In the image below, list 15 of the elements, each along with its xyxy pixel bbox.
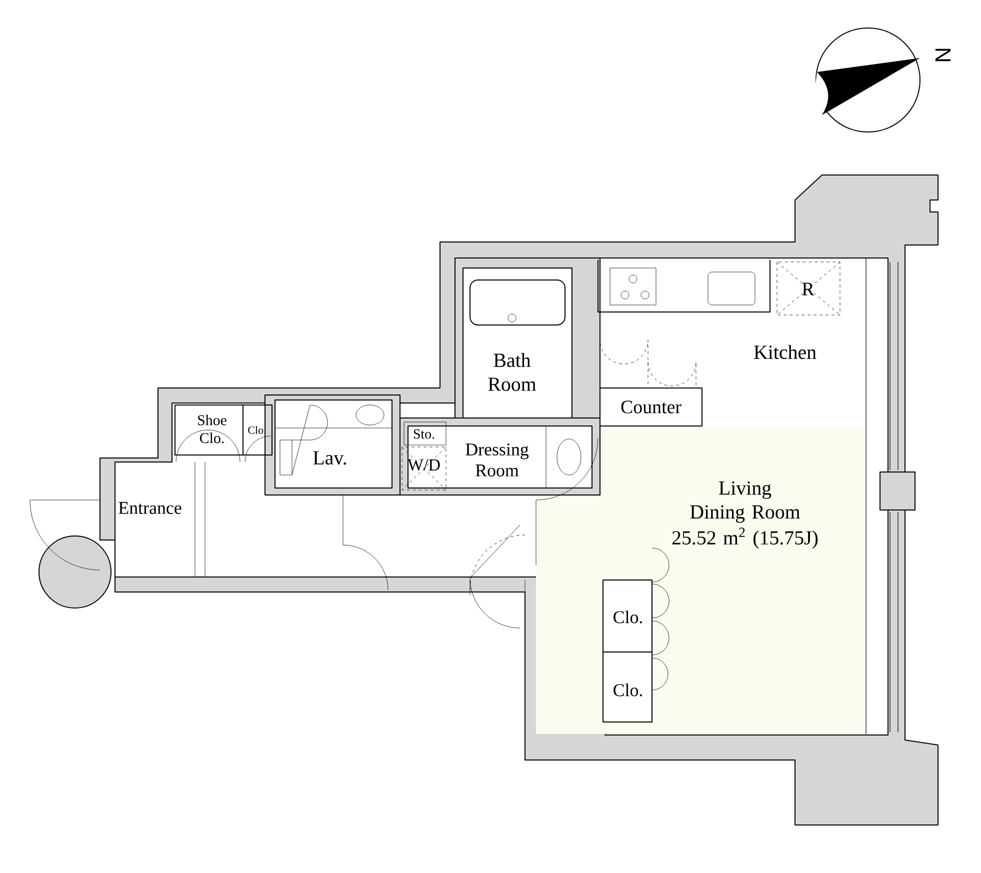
room-label: Bath Room [488, 353, 536, 391]
compass-letter: N [935, 48, 951, 62]
room-label: Dressing Room [466, 444, 529, 476]
room-label: R [802, 282, 814, 296]
room-label: Living Dining Room 25.52 m$^{2}$ (15.75J) [672, 481, 818, 549]
counter-box: Counter [600, 388, 702, 426]
room-label: Kitchen [754, 344, 816, 359]
room-label: Lav. [313, 451, 346, 465]
room-label: Shoe Clo. [198, 414, 226, 444]
room-label: Sto. [414, 429, 434, 439]
room-label: W/D [408, 459, 440, 471]
room-label: Clo. [248, 426, 266, 434]
room-label: Clo. [614, 610, 642, 624]
room-label: Entrance [118, 502, 182, 514]
room-label: Clo. [614, 684, 642, 696]
